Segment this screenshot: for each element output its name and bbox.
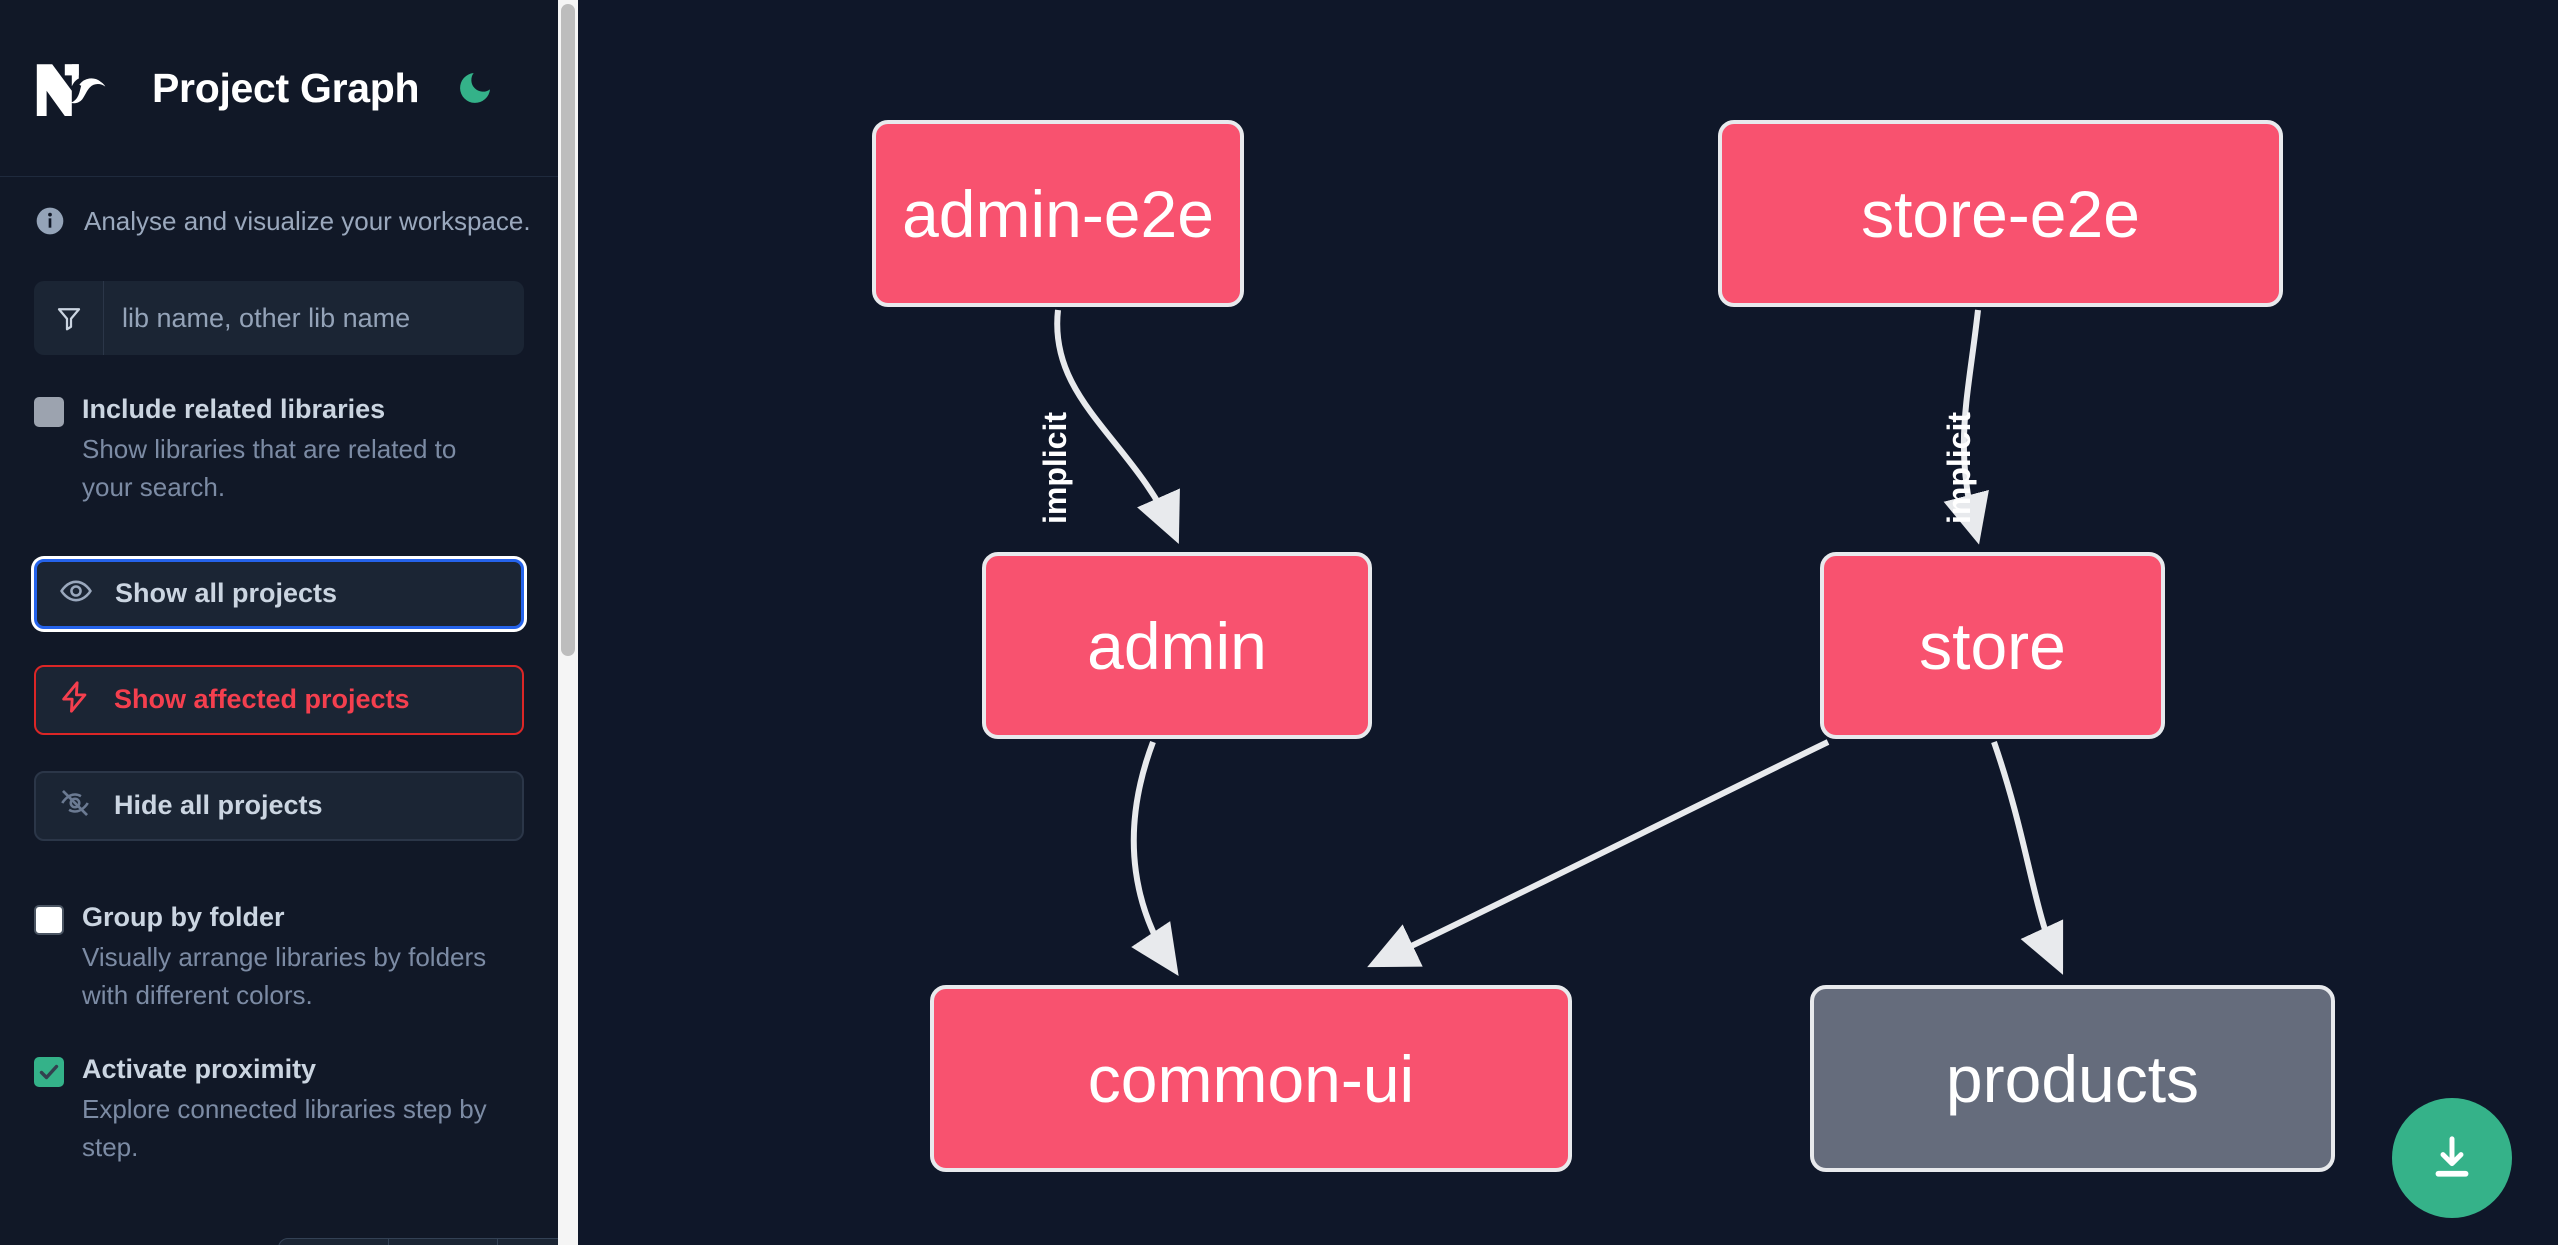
edge-store-to-products	[1991, 741, 2064, 975]
download-image-button[interactable]	[2392, 1098, 2512, 1218]
graph-node-admin-label: admin	[1087, 608, 1267, 683]
segmented-control-option-2[interactable]	[389, 1239, 499, 1245]
show-all-projects-label: Show all projects	[115, 578, 338, 609]
checkbox-include-related-libraries-label: Include related libraries	[82, 394, 386, 424]
hide-all-projects-button[interactable]: Hide all projects	[34, 770, 524, 841]
edge-store-e2e-to-store	[1943, 309, 1989, 545]
show-affected-projects-button[interactable]: Show affected projects	[34, 664, 524, 735]
graph-node-store-e2e[interactable]: store-e2e	[1718, 120, 2283, 307]
sidebar-tagline-text: Analyse and visualize your workspace.	[84, 205, 531, 236]
graph-node-store-e2e-label: store-e2e	[1861, 176, 2140, 251]
graph-edges: implicit implicit	[1037, 309, 2064, 976]
checkbox-activate-proximity-label: Activate proximity	[82, 1053, 317, 1084]
checkbox-activate-proximity-box[interactable]	[34, 1056, 64, 1087]
edge-label-implicit-store: implicit	[1941, 412, 1977, 524]
segmented-control[interactable]	[278, 1238, 558, 1245]
filter-icon	[34, 281, 104, 355]
moon-icon[interactable]	[451, 64, 499, 112]
sidebar: Project Graph Analyse and visualize your…	[0, 0, 558, 1245]
graph-node-products-label: products	[1945, 1041, 2200, 1116]
eye-icon	[59, 574, 93, 613]
eye-off-icon	[58, 786, 92, 825]
checkbox-include-related-libraries-description: Show libraries that are related to your …	[82, 434, 457, 503]
check-icon	[39, 1064, 59, 1079]
hide-all-projects-label: Hide all projects	[114, 790, 323, 821]
checkbox-include-related-libraries[interactable]: Include related libraries Show libraries…	[0, 391, 558, 507]
checkbox-group-by-folder[interactable]: Group by folder Visually arrange librari…	[0, 899, 558, 1015]
lightning-bolt-icon	[58, 680, 92, 719]
show-affected-projects-label: Show affected projects	[114, 684, 410, 715]
checkbox-include-related-libraries-box[interactable]	[34, 397, 64, 427]
edge-admin-to-common-ui	[1130, 740, 1179, 976]
nx-logo-icon	[34, 57, 118, 119]
graph-node-admin[interactable]: admin	[982, 552, 1372, 739]
edge-store-to-common-ui	[1367, 739, 1830, 968]
segmented-control-option-1[interactable]	[279, 1239, 389, 1245]
segmented-control-option-3[interactable]	[498, 1239, 558, 1245]
edge-admin-e2e-to-admin	[1054, 309, 1180, 544]
show-all-projects-button[interactable]: Show all projects	[34, 558, 524, 629]
edge-label-implicit-admin: implicit	[1037, 412, 1073, 524]
graph-node-store-label: store	[1919, 608, 2066, 683]
graph-node-common-ui-label: common-ui	[1087, 1041, 1415, 1116]
search-input[interactable]	[104, 281, 524, 355]
search-field[interactable]	[34, 281, 524, 355]
checkbox-group-by-folder-description: Visually arrange libraries by folders wi…	[82, 942, 487, 1010]
sidebar-scrollbar-thumb[interactable]	[561, 4, 575, 656]
graph-node-store[interactable]: store	[1820, 552, 2165, 739]
graph-node-admin-e2e-label: admin-e2e	[902, 176, 1214, 251]
checkbox-activate-proximity-description: Explore connected libraries step by step…	[82, 1094, 487, 1162]
sidebar-header: Project Graph	[0, 0, 558, 177]
checkbox-group-by-folder-box[interactable]	[34, 904, 64, 935]
info-icon	[34, 205, 66, 237]
graph-canvas[interactable]: implicit implicit admin-e2e store-e2e ad…	[578, 0, 2558, 1245]
graph-node-common-ui[interactable]: common-ui	[930, 985, 1572, 1172]
sidebar-tagline: Analyse and visualize your workspace.	[0, 177, 558, 237]
graph-node-admin-e2e[interactable]: admin-e2e	[872, 120, 1244, 307]
page-title: Project Graph	[152, 64, 420, 111]
download-icon	[2435, 1136, 2469, 1177]
checkbox-group-by-folder-label: Group by folder	[82, 901, 285, 932]
checkbox-activate-proximity[interactable]: Activate proximity Explore connected lib…	[0, 1051, 558, 1167]
graph-node-products[interactable]: products	[1810, 985, 2335, 1172]
